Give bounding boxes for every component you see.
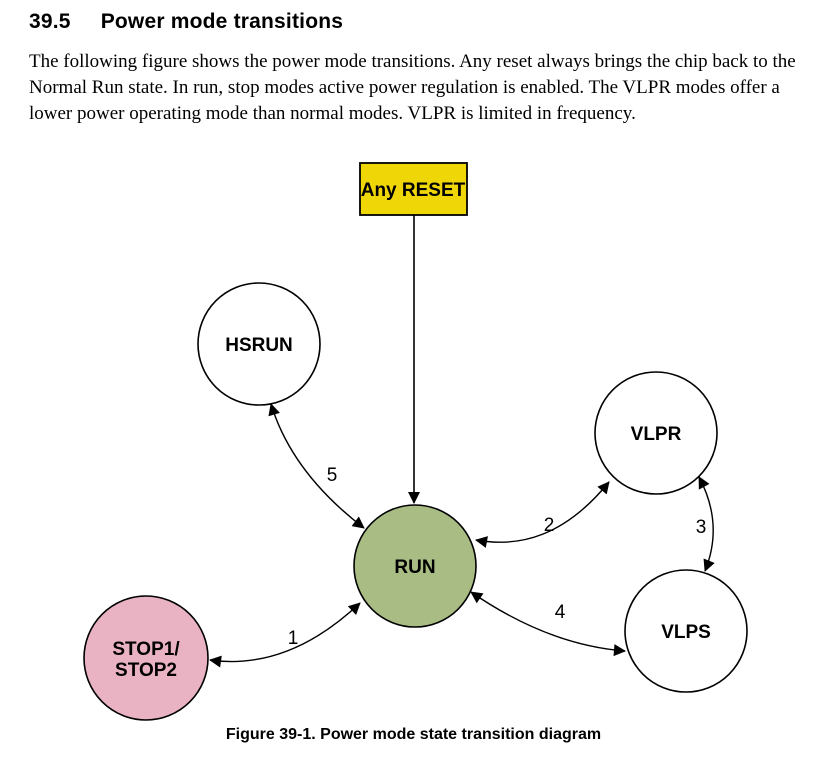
section-number: 39.5: [29, 10, 71, 33]
transition-label-2: 2: [544, 515, 555, 536]
transition-label-5: 5: [327, 465, 338, 486]
reset-box-rect: [359, 162, 468, 216]
transition-arrow-4: [470, 591, 626, 657]
node-stop1-stop2: STOP1/ STOP2: [83, 595, 209, 721]
node-hsrun-label: HSRUN: [225, 335, 293, 356]
node-vlps-circle: [624, 569, 748, 693]
transition-arrow-1: [209, 602, 361, 668]
reset-box: Any RESET: [359, 162, 468, 216]
node-stop-label-line2: STOP2: [115, 660, 177, 681]
transition-arrow-5: [268, 403, 365, 529]
figure-caption: Figure 39-1. Power mode state transition…: [225, 726, 602, 743]
node-stop-circle: [83, 595, 209, 721]
node-vlpr-circle: [594, 371, 718, 495]
node-run-label: RUN: [394, 557, 435, 578]
section-heading: 39.5 Power mode transitions: [29, 10, 799, 34]
node-vlps-label: VLPS: [661, 622, 711, 643]
node-vlpr: VLPR: [594, 371, 718, 495]
node-run: RUN: [353, 504, 477, 628]
node-hsrun: HSRUN: [197, 282, 321, 406]
transition-arrow-3: [698, 476, 715, 572]
node-stop-label-line1: STOP1/: [112, 639, 180, 660]
transition-label-3: 3: [696, 517, 707, 538]
body-paragraph: The following figure shows the power mod…: [29, 51, 796, 124]
node-vlps: VLPS: [624, 569, 748, 693]
transition-label-4: 4: [555, 602, 566, 623]
node-vlpr-label: VLPR: [631, 424, 682, 445]
reset-box-label: Any RESET: [361, 180, 466, 201]
node-run-circle: [353, 504, 477, 628]
transition-label-1: 1: [288, 628, 299, 649]
node-hsrun-circle: [197, 282, 321, 406]
transition-arrow-2: [475, 481, 610, 548]
section-title: Power mode transitions: [100, 10, 344, 33]
